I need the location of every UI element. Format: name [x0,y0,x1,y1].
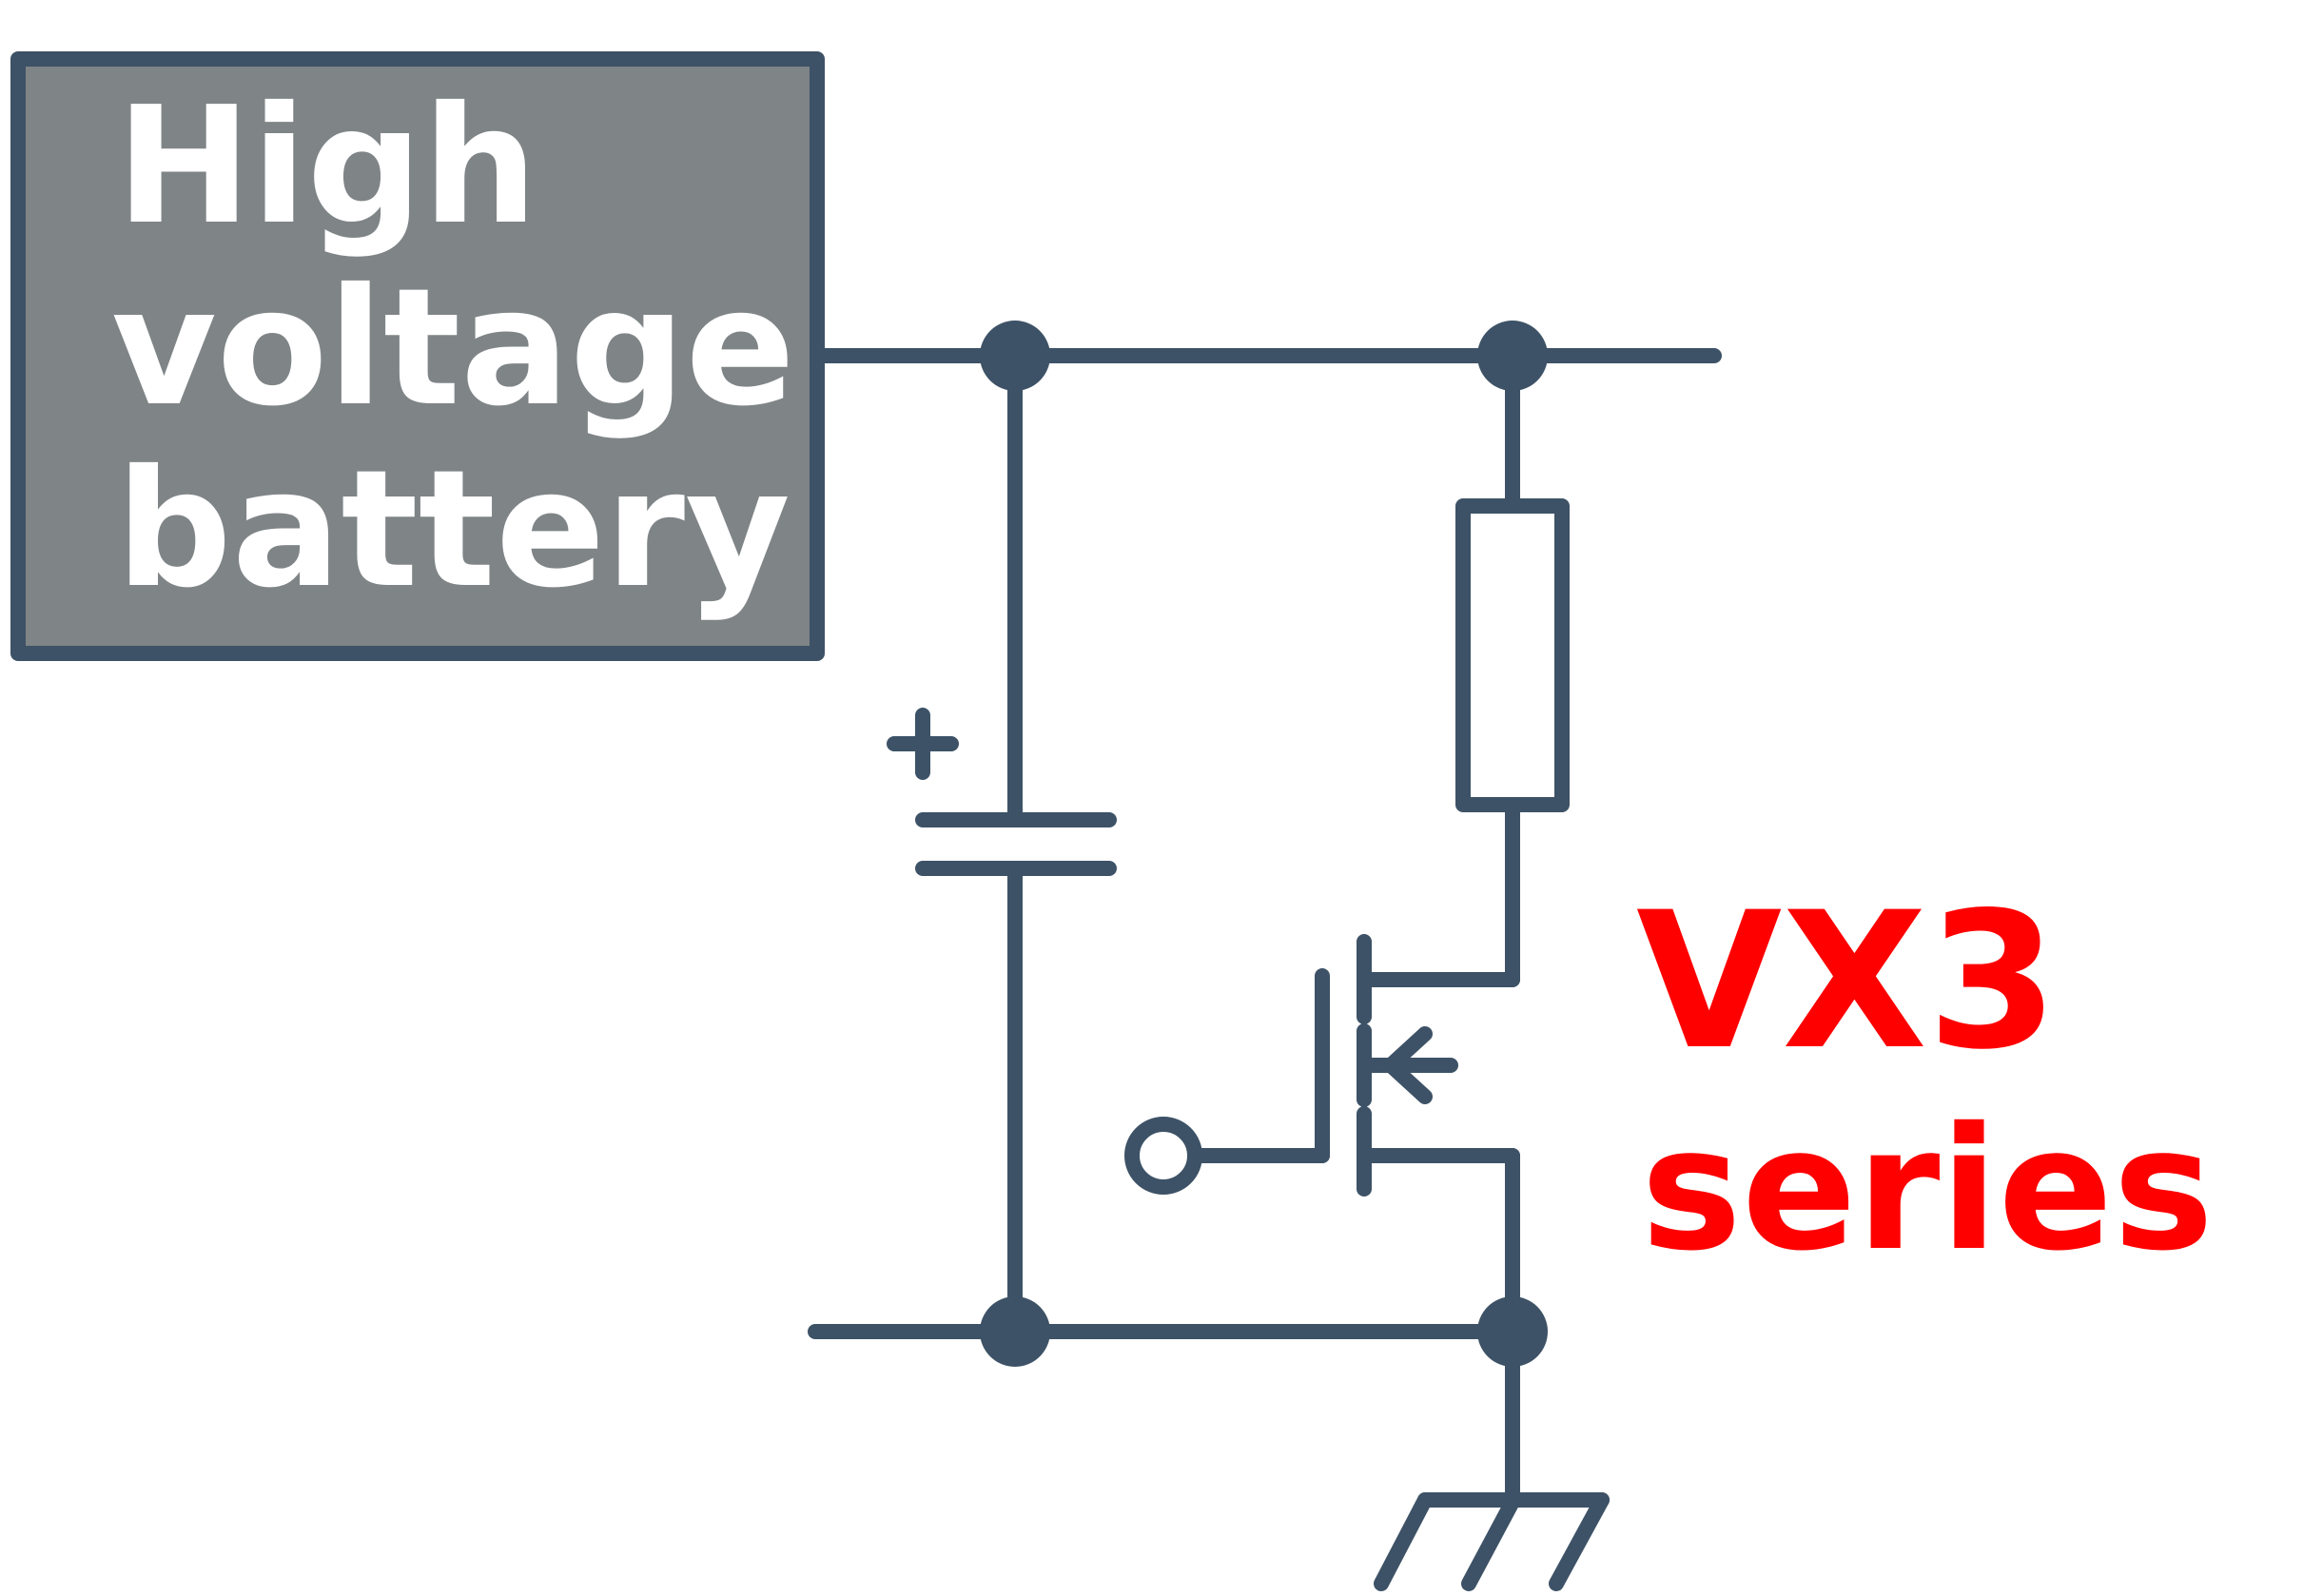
product-label-model: VX3 [1636,871,2059,1091]
junction-dot-top-resistor [1477,321,1548,391]
battery-label-line-2: voltage [111,254,795,442]
ground-icon [1374,1492,1610,1591]
battery-label-line-3: battery [116,436,791,624]
capacitor-plus-icon [887,708,959,780]
gate-input-terminal [1124,1117,1202,1195]
junction-dot-bottom-source [1477,1296,1548,1367]
junction-dot-bottom-capacitor [980,1296,1050,1367]
product-label-series: series [1641,1091,2214,1288]
high-voltage-battery: High voltage battery [10,51,825,661]
battery-label-line-1: High [116,72,537,261]
battery-box [10,51,825,661]
mosfet-body-arrow [1383,1026,1433,1104]
resistor-body [1455,498,1570,812]
junction-dot-top-capacitor [980,321,1050,391]
